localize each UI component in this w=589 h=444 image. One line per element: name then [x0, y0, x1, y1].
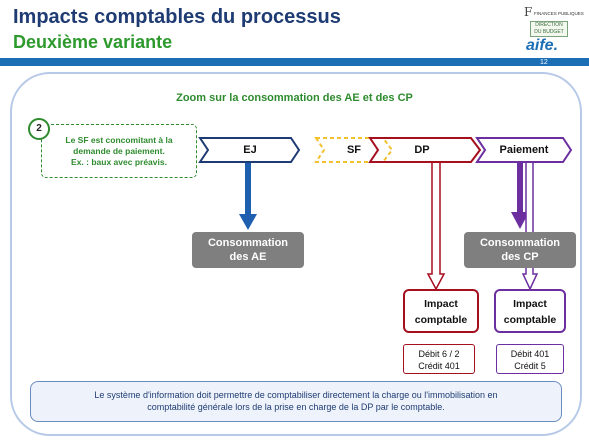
- ae-arrow-shaft: [245, 163, 251, 215]
- impact-right-line-1: Impact: [513, 298, 547, 310]
- entry-left-debit: Débit 6 / 2: [418, 349, 460, 359]
- entry-left-credit: Crédit 401: [418, 361, 460, 371]
- paiement-chevron: [475, 137, 573, 163]
- svg-text:F: F: [524, 5, 532, 19]
- consumption-cp-line-2: des CP: [501, 251, 539, 263]
- logo-mid-text: DIRECTION DU BUDGET: [534, 22, 564, 35]
- page-subtitle: Deuxième variante: [13, 32, 173, 52]
- entry-right-debit: Débit 401: [510, 349, 550, 359]
- page-number: 12: [540, 59, 548, 66]
- step-label-ej: EJ: [243, 144, 257, 156]
- note-line-1: Le SF est concomitant à la: [65, 135, 173, 145]
- aife-logo: aife.: [526, 37, 559, 54]
- step-number-badge: 2: [28, 118, 50, 140]
- impact-left-line-1: Impact: [424, 298, 458, 310]
- logo-top-text: FINANCES PUBLIQUES: [534, 11, 584, 16]
- step-label-dp: DP: [414, 144, 430, 156]
- impact-left-line-2: comptable: [414, 314, 468, 326]
- impact-left-box: Impact comptable: [403, 289, 479, 333]
- step-label-sf: SF: [346, 144, 362, 156]
- note-box: Le SF est concomitant à la demande de pa…: [41, 124, 197, 178]
- dp-arrow-shaft: [426, 163, 446, 291]
- note-line-3: Ex. : baux avec préavis.: [71, 157, 167, 167]
- finances-publiques-logo: F FINANCES PUBLIQUES: [524, 5, 584, 19]
- consumption-cp-box: Consommation des CP: [464, 232, 576, 268]
- ej-chevron: [198, 137, 301, 163]
- note-line-2: demande de paiement.: [73, 146, 165, 156]
- header-bar: [0, 58, 589, 66]
- impact-right-box: Impact comptable: [494, 289, 566, 333]
- consumption-ae-box: Consommation des AE: [192, 232, 304, 268]
- consumption-ae-line-1: Consommation: [207, 237, 289, 249]
- cp-arrow-head: [511, 212, 529, 229]
- footer-line-2: comptabilité générale lors de la prise e…: [147, 402, 445, 412]
- zoom-title: Zoom sur la consommation des AE et des C…: [176, 92, 413, 104]
- page-title: Impacts comptables du processus: [13, 6, 341, 28]
- dp-chevron: [368, 137, 482, 163]
- step-label-paiement: Paiement: [499, 144, 549, 156]
- consumption-cp-line-1: Consommation: [479, 237, 561, 249]
- ae-arrow-head: [239, 214, 257, 230]
- footer-line-1: Le système d'information doit permettre …: [94, 390, 498, 400]
- footer-note: Le système d'information doit permettre …: [30, 381, 562, 422]
- direction-budget-logo: DIRECTION DU BUDGET: [530, 21, 568, 37]
- consumption-ae-line-2: des AE: [229, 251, 267, 263]
- impact-right-line-2: comptable: [503, 314, 557, 326]
- entry-right-credit: Crédit 5: [514, 361, 546, 371]
- cp-arrow-shaft: [517, 163, 523, 213]
- entries-right-box: Débit 401 Crédit 5: [496, 344, 564, 374]
- entries-left-box: Débit 6 / 2 Crédit 401: [403, 344, 475, 374]
- paiement-arrow-shaft: [521, 163, 539, 291]
